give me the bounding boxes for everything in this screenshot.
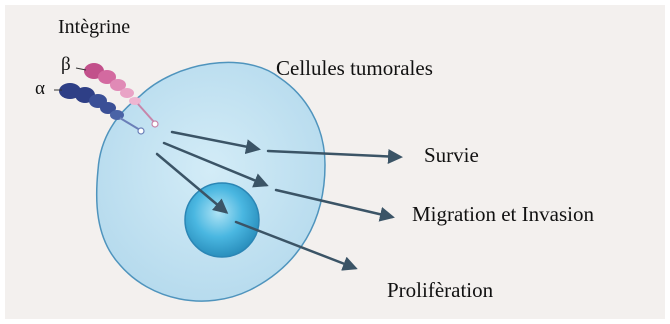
tumor-cells-label: Cellules tumorales <box>276 56 433 81</box>
integrin-label: Intègrine <box>58 16 130 39</box>
nucleus <box>185 183 259 257</box>
beta-subunit-label: β <box>61 54 71 76</box>
alpha-subunit-label: α <box>35 78 45 100</box>
migration-invasion-label: Migration et Invasion <box>412 202 594 227</box>
proliferation-label: Prolifèration <box>387 278 493 303</box>
survival-label: Survie <box>424 143 479 168</box>
